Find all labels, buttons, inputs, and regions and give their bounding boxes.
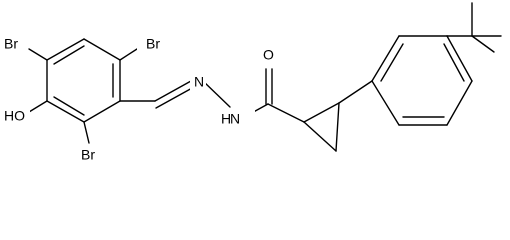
- bromine-bond: [83, 121, 90, 144]
- tert-butyl-phenyl-ring: [371, 35, 473, 126]
- ring-bond: [303, 121, 337, 152]
- imine-double-bond: [155, 86, 195, 109]
- methyl-bond: [471, 35, 495, 53]
- amide-hydrogen-label: H: [221, 111, 231, 127]
- phenyl-link-bond: [338, 80, 373, 104]
- hydroxyl-label: HO: [4, 108, 25, 124]
- ring-bond: [46, 100, 85, 123]
- carbonyl-oxygen-label: O: [263, 47, 274, 63]
- ring-bond: [335, 102, 340, 152]
- ring-bond: [371, 35, 400, 82]
- ring-bond: [371, 80, 400, 126]
- bromine-label: Br: [81, 147, 95, 163]
- ring-double-bond: [443, 43, 465, 82]
- ring-bond: [83, 100, 121, 123]
- chemical-structure: Br Br HO Br N N H O: [4, 2, 502, 163]
- ring-bond: [446, 35, 473, 82]
- hydroxyl-bond: [28, 100, 48, 113]
- n-n-bond: [202, 80, 231, 108]
- bromine-bond: [28, 48, 48, 61]
- bromine-label: Br: [146, 36, 160, 52]
- imine-double-bond: [154, 80, 192, 102]
- bromine-bond: [119, 48, 138, 61]
- ring-bond: [303, 102, 340, 123]
- tert-butyl-group: [446, 2, 502, 53]
- bromine-label: Br: [4, 36, 18, 52]
- ring-double-bond: [380, 43, 404, 82]
- ring-bond: [46, 38, 85, 61]
- cyclopropane-ring: [303, 102, 340, 152]
- ring-double-bond: [53, 45, 85, 65]
- amide-nitrogen-label: N: [230, 111, 240, 127]
- carbonyl-cyclopropane-bond: [267, 103, 305, 123]
- bromophenol-ring: [46, 38, 121, 123]
- ring-double-bond: [53, 96, 85, 116]
- ring-bond: [83, 38, 121, 61]
- ring-bond: [446, 80, 473, 126]
- imine-nitrogen-label: N: [194, 74, 204, 90]
